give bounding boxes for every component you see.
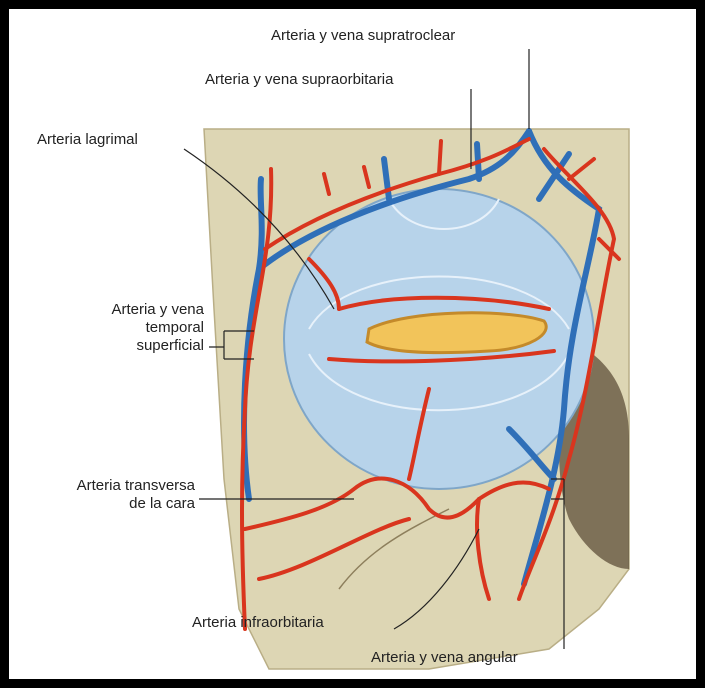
label-temporal: Arteria y vena temporal superficial	[49, 301, 204, 355]
label-supratroclear: Arteria y vena supratroclear	[271, 27, 455, 45]
label-transversa-line1: Arteria transversa	[9, 477, 195, 495]
label-transversa-line2: de la cara	[9, 495, 195, 513]
label-lagrimal: Arteria lagrimal	[37, 131, 138, 149]
label-transversa: Arteria transversa de la cara	[9, 477, 195, 513]
palpebral-slit	[367, 313, 546, 353]
label-supraorbitaria: Arteria y vena supraorbitaria	[205, 71, 393, 89]
label-temporal-line3: superficial	[49, 337, 204, 355]
label-temporal-line1: Arteria y vena	[49, 301, 204, 319]
label-infraorbitaria: Arteria infraorbitaria	[192, 614, 324, 632]
label-temporal-line2: temporal	[49, 319, 204, 337]
label-angular: Arteria y vena angular	[371, 649, 518, 667]
figure-frame: Arteria y vena supratroclear Arteria y v…	[6, 6, 699, 682]
